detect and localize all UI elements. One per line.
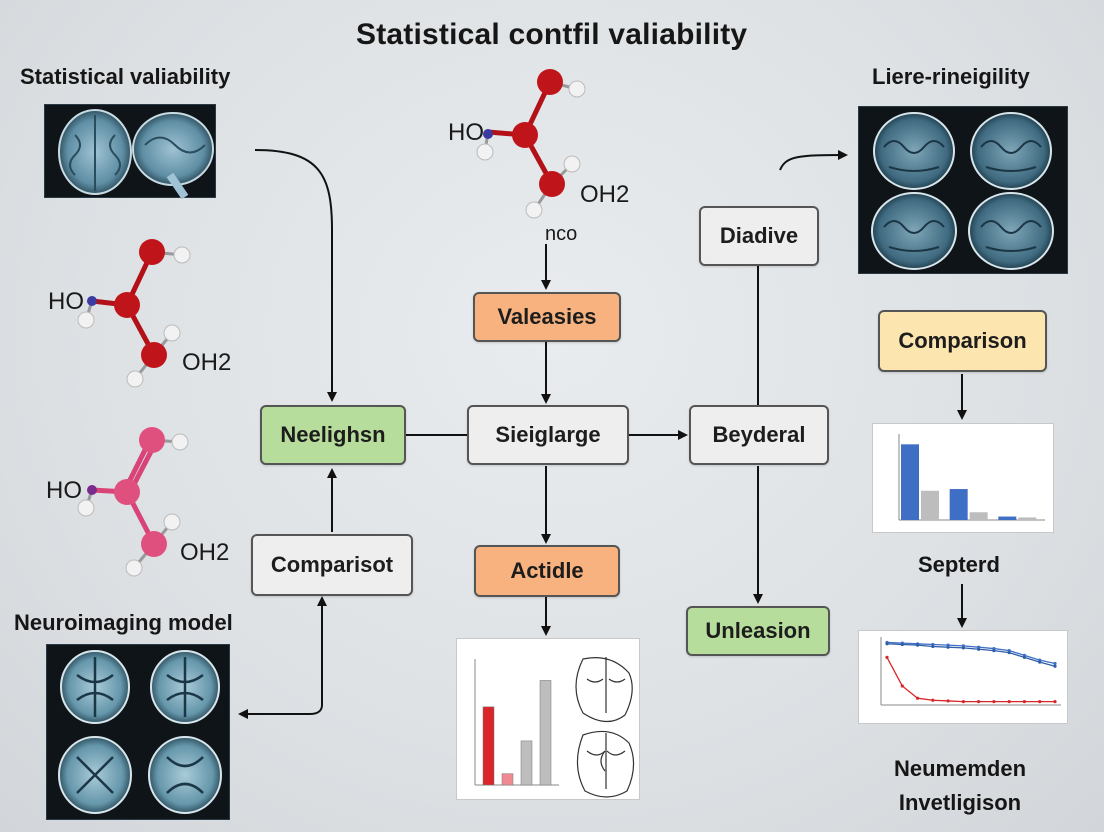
chart-point (961, 700, 965, 704)
heading-statistical-valiability: Statistical valiability (20, 64, 231, 89)
molecule-left-pink: HO OH2 (46, 427, 229, 577)
molecule-left-label: HO (46, 477, 82, 504)
chart-bar (1018, 517, 1037, 520)
chart-bar (520, 740, 533, 786)
chart-point (1022, 655, 1027, 659)
chart-point (977, 700, 981, 704)
chart-point (1038, 700, 1042, 704)
heading-septerd: Septerd (918, 552, 1000, 577)
chart-point (1038, 660, 1042, 664)
page-title: Statistical contfil valiability (356, 18, 748, 51)
chart-panel-center (456, 638, 640, 800)
chart-point (946, 699, 950, 703)
mri-panel-bottom-left (46, 644, 230, 820)
chart-point (885, 655, 889, 659)
molecule-left-red: HO OH2 (48, 239, 231, 388)
oxygen-atom (539, 171, 565, 197)
chart-panel-right-bars (872, 423, 1054, 533)
chart-point (946, 645, 950, 649)
node-neelighsn: Neelighsn (260, 405, 406, 465)
chart-line (886, 657, 1055, 703)
chart-point (931, 698, 935, 702)
node-unleasion: Unleasion (686, 606, 830, 656)
chart-point (885, 642, 889, 646)
node-valeasies: Valeasies (473, 292, 621, 342)
oxygen-atom (537, 69, 563, 95)
chart-point (992, 700, 996, 704)
node-sieiglarge: Sieiglarge (467, 405, 629, 465)
chart-point (992, 649, 996, 653)
chart-point (1053, 664, 1057, 668)
node-comparison: Comparison (878, 310, 1047, 372)
molecule-right-label: OH2 (580, 181, 629, 208)
chart-point (915, 643, 920, 647)
molecule-center: HO OH2 nco (448, 69, 629, 245)
bar-chart-center (474, 657, 635, 798)
mri-panel-top-right (858, 106, 1068, 274)
molecule-caption: nco (545, 223, 577, 245)
chart-bar (949, 489, 968, 520)
chart-point (931, 644, 935, 649)
molecule-left-label: HO (48, 288, 84, 315)
molecule-left-label: HO (448, 119, 484, 146)
chart-point (900, 642, 904, 647)
chart-line (886, 641, 1056, 665)
mri-panel-top-left (44, 104, 216, 199)
chart-line (886, 643, 1056, 667)
chart-bar (539, 680, 552, 786)
chart-bar (901, 444, 919, 520)
arrow-to-neuroimaging (238, 602, 323, 719)
node-beyderal: Beyderal (689, 405, 829, 465)
chart-panel-right-lines (858, 630, 1068, 724)
molecule-right-label: OH2 (182, 349, 231, 376)
molecule-right-label: OH2 (180, 539, 229, 566)
chart-point (915, 696, 920, 700)
carbon-atom (512, 122, 538, 148)
chart-bar (501, 773, 514, 786)
heading-neumemden-invetligison: Neumemden Invetligison (893, 756, 1027, 815)
node-diadive: Diadive (699, 206, 819, 266)
node-comparisot: Comparisot (251, 534, 413, 596)
brain-outline-icon (576, 730, 635, 798)
chart-bar (969, 512, 988, 520)
chart-point (1007, 651, 1011, 655)
chart-bar (998, 516, 1017, 520)
chart-bar (482, 706, 495, 786)
chart-bar (921, 490, 939, 520)
chart-point (961, 646, 965, 650)
bar-chart-right (898, 434, 1045, 521)
arrow-to-top-right-mri (779, 150, 848, 171)
line-chart-right (880, 637, 1061, 706)
heading-liere-rineigility: Liere-rineigility (872, 64, 1030, 89)
node-actidle: Actidle (474, 545, 620, 597)
heading-neuroimaging-model: Neuroimaging model (14, 610, 233, 635)
chart-point (1007, 700, 1011, 704)
chart-point (1022, 700, 1027, 704)
chart-point (900, 684, 904, 688)
brain-outline-icon (575, 657, 633, 723)
chart-point (1053, 700, 1057, 704)
chart-point (1053, 661, 1057, 666)
chart-point (977, 647, 981, 651)
arrow-mri-to-neelighsn (254, 149, 337, 402)
